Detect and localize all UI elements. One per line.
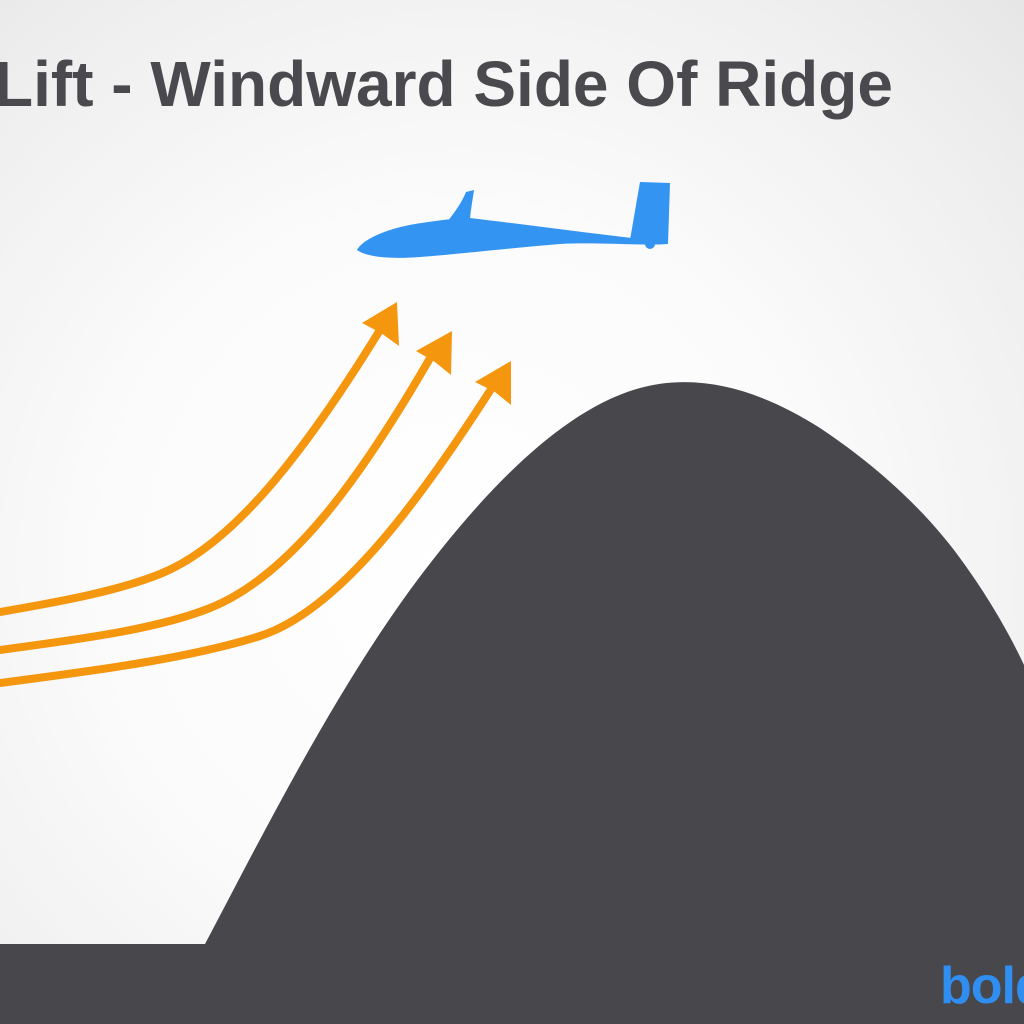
airflow-arrow-3 [0,379,499,687]
curved-arrow-icon [362,302,399,346]
airflow-arrow-2 [0,349,437,654]
curved-arrow-icon [416,331,452,375]
brand-logo: bold [940,957,1024,1015]
ridge-shape [0,382,1024,1024]
glider-icon [357,182,670,258]
airflow-arrows [0,326,499,687]
airflow-arrow-1 [0,326,384,616]
curved-arrow-icon [475,361,511,405]
slide-title: Lift - Windward Side Of Ridge [0,48,893,120]
airflow-arrowheads [362,302,511,405]
